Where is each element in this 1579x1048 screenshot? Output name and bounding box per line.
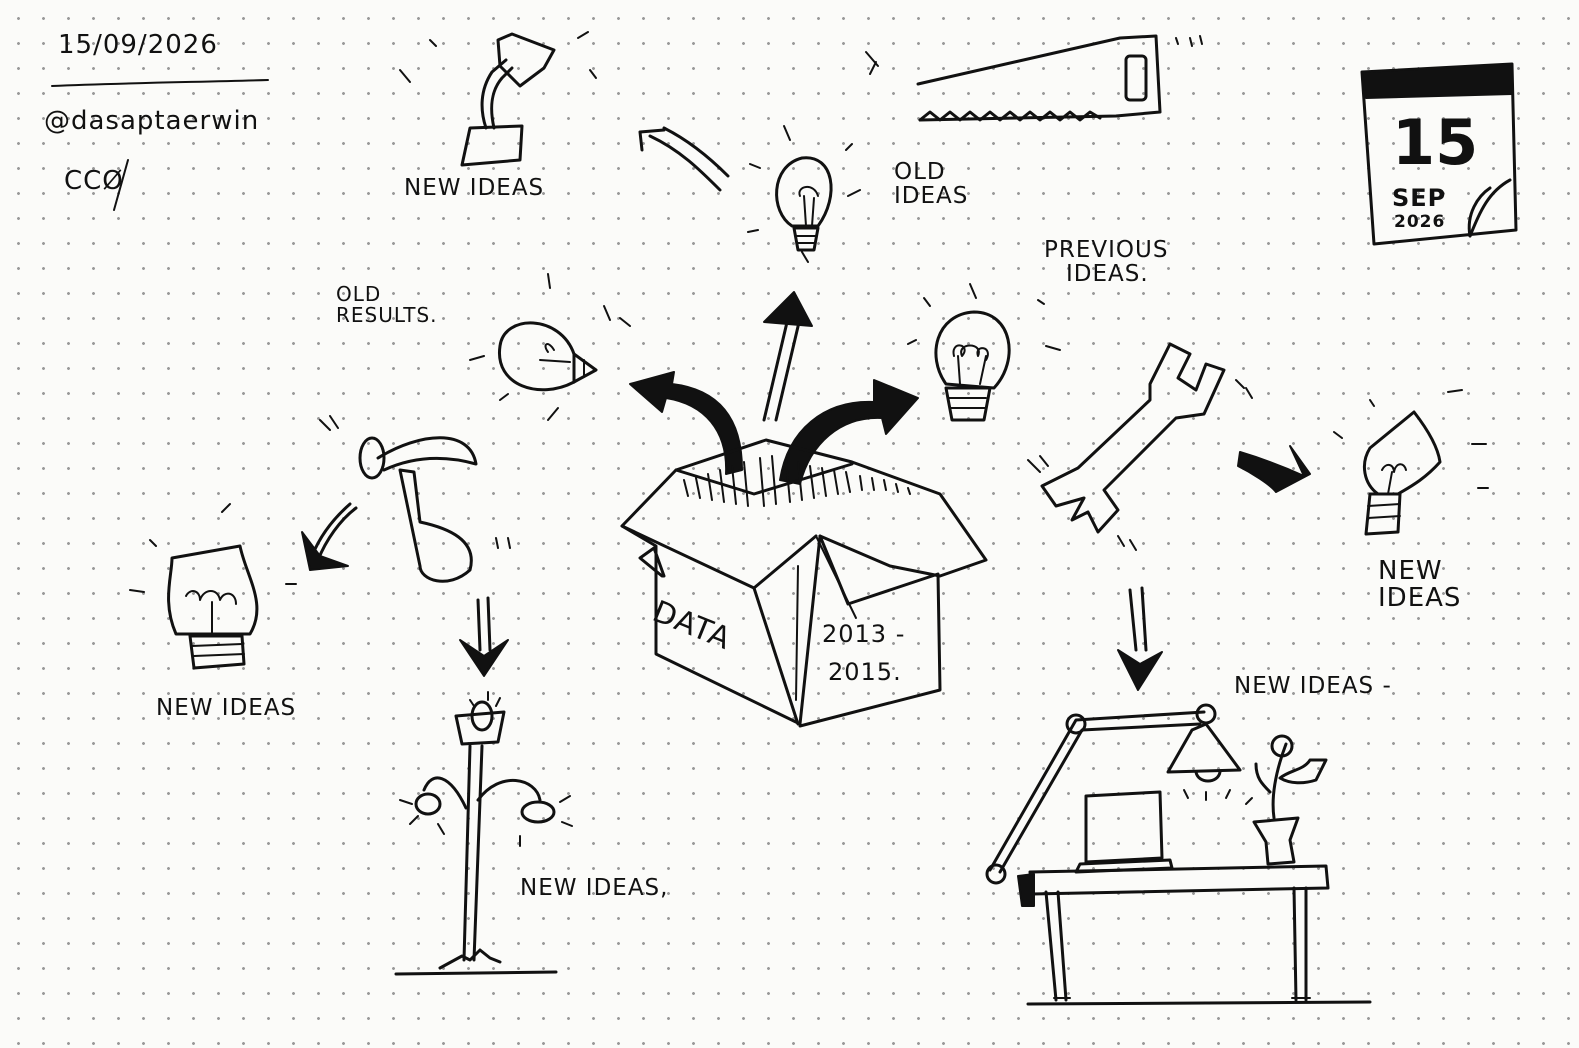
lightbulb-icon (747, 125, 861, 263)
calendar-day: 15 (1392, 106, 1479, 179)
calendar-year: 2026 (1394, 212, 1446, 232)
lightbulb-icon (129, 539, 297, 670)
header-license: CCØ (64, 166, 124, 196)
arrow-icon (629, 371, 919, 485)
label-tree-new-ideas: NEW IDEAS, (520, 875, 669, 901)
header-underline (51, 79, 269, 87)
wrench-icon (1027, 342, 1253, 551)
label-old-ideas-line1: OLD (894, 159, 946, 185)
label-old-ideas-line2: IDEAS (894, 183, 969, 210)
label-bulb-new-ideas-left: NEW IDEAS (156, 695, 297, 721)
label-previous-ideas-line1: PREVIOUS (1044, 237, 1169, 263)
arrow-icon (301, 502, 358, 571)
desk-icon (985, 703, 1372, 1006)
open-box-icon (620, 438, 988, 728)
lamp-tree-icon (394, 691, 573, 976)
arrow-icon (638, 126, 730, 192)
saw-icon (865, 34, 1203, 122)
calendar-month: SEP (1392, 184, 1447, 212)
label-desk-new-ideas: NEW IDEAS - (1234, 673, 1392, 699)
label-previous-ideas: PREVIOUS IDEAS. (1044, 238, 1168, 286)
arrow-icon (1117, 586, 1163, 691)
label-previous-ideas-line2: IDEAS. (1066, 261, 1149, 288)
lightbulb-icon (907, 283, 1061, 422)
calendar-icon (1360, 62, 1518, 246)
lightbulb-icon (469, 273, 631, 421)
label-old-results-line2: RESULTS. (336, 303, 438, 327)
box-years-top: 2013 - (822, 620, 906, 648)
lightbulb-icon (1333, 389, 1489, 536)
header-date: 15/09/2026 (58, 30, 218, 60)
hammer-icon (221, 415, 511, 583)
label-old-results: OLD RESULTS. (336, 284, 438, 326)
label-bulb-new-ideas-right: NEW IDEAS (1378, 556, 1462, 614)
header-author: @dasaptaerwin (44, 106, 260, 136)
license-slash (113, 159, 129, 211)
label-old-ideas: OLD IDEAS (894, 160, 968, 208)
arrow-icon (459, 596, 509, 677)
label-bulb-new-ideas-right-line1: NEW (1378, 556, 1443, 586)
label-bulb-new-ideas-right-line2: IDEAS (1378, 583, 1462, 614)
arrow-icon (1237, 445, 1311, 493)
desk-lamp-icon (399, 31, 597, 167)
label-old-results-line1: OLD (336, 282, 382, 306)
label-desk-lamp-new-ideas: NEW IDEAS (404, 175, 545, 201)
arrow-icon (762, 291, 813, 422)
box-years-bottom: 2015. (828, 658, 902, 686)
